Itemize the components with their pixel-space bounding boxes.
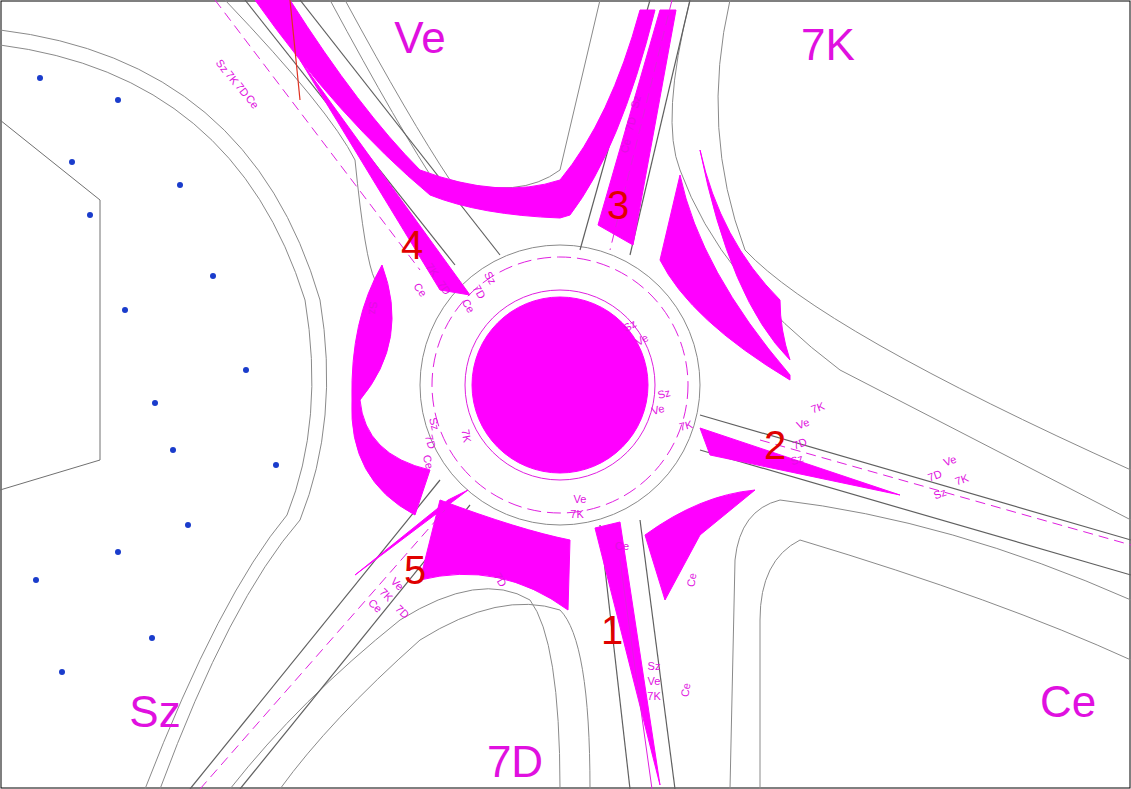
lane-label: Sz bbox=[367, 302, 378, 315]
lane-label: Ce bbox=[421, 454, 435, 470]
callout-number: 3 bbox=[607, 185, 629, 225]
tree-dots bbox=[33, 75, 279, 675]
boundary-line bbox=[290, 0, 300, 100]
road-edges bbox=[190, 0, 1131, 789]
direction-label: Sz bbox=[129, 690, 180, 734]
ring-inner-edge bbox=[465, 290, 655, 480]
lane-label: Ve bbox=[648, 676, 661, 687]
lane-label: 7D bbox=[423, 434, 437, 450]
lane-lines bbox=[200, 0, 1131, 789]
lane-label: 7K bbox=[570, 509, 583, 520]
callout-number: 2 bbox=[764, 425, 786, 465]
building-outline bbox=[0, 120, 100, 490]
traffic-islands bbox=[255, 0, 900, 785]
lane-label: Ce bbox=[615, 541, 629, 552]
direction-label: 7K bbox=[801, 23, 855, 67]
lane-label: Ve bbox=[574, 494, 587, 505]
callout-number: 1 bbox=[601, 610, 623, 650]
lane-label: Sz bbox=[427, 416, 441, 431]
lane-label: 7K bbox=[647, 691, 660, 702]
direction-label: 7D bbox=[487, 740, 543, 784]
direction-label: Ce bbox=[1040, 680, 1096, 724]
callout-number: 4 bbox=[401, 225, 423, 265]
callout-number: 5 bbox=[404, 550, 426, 590]
ring-lane-line bbox=[432, 257, 688, 513]
lane-label: Sz bbox=[648, 661, 661, 672]
lane-label: 7K bbox=[459, 428, 472, 443]
direction-label: Ve bbox=[394, 16, 445, 60]
